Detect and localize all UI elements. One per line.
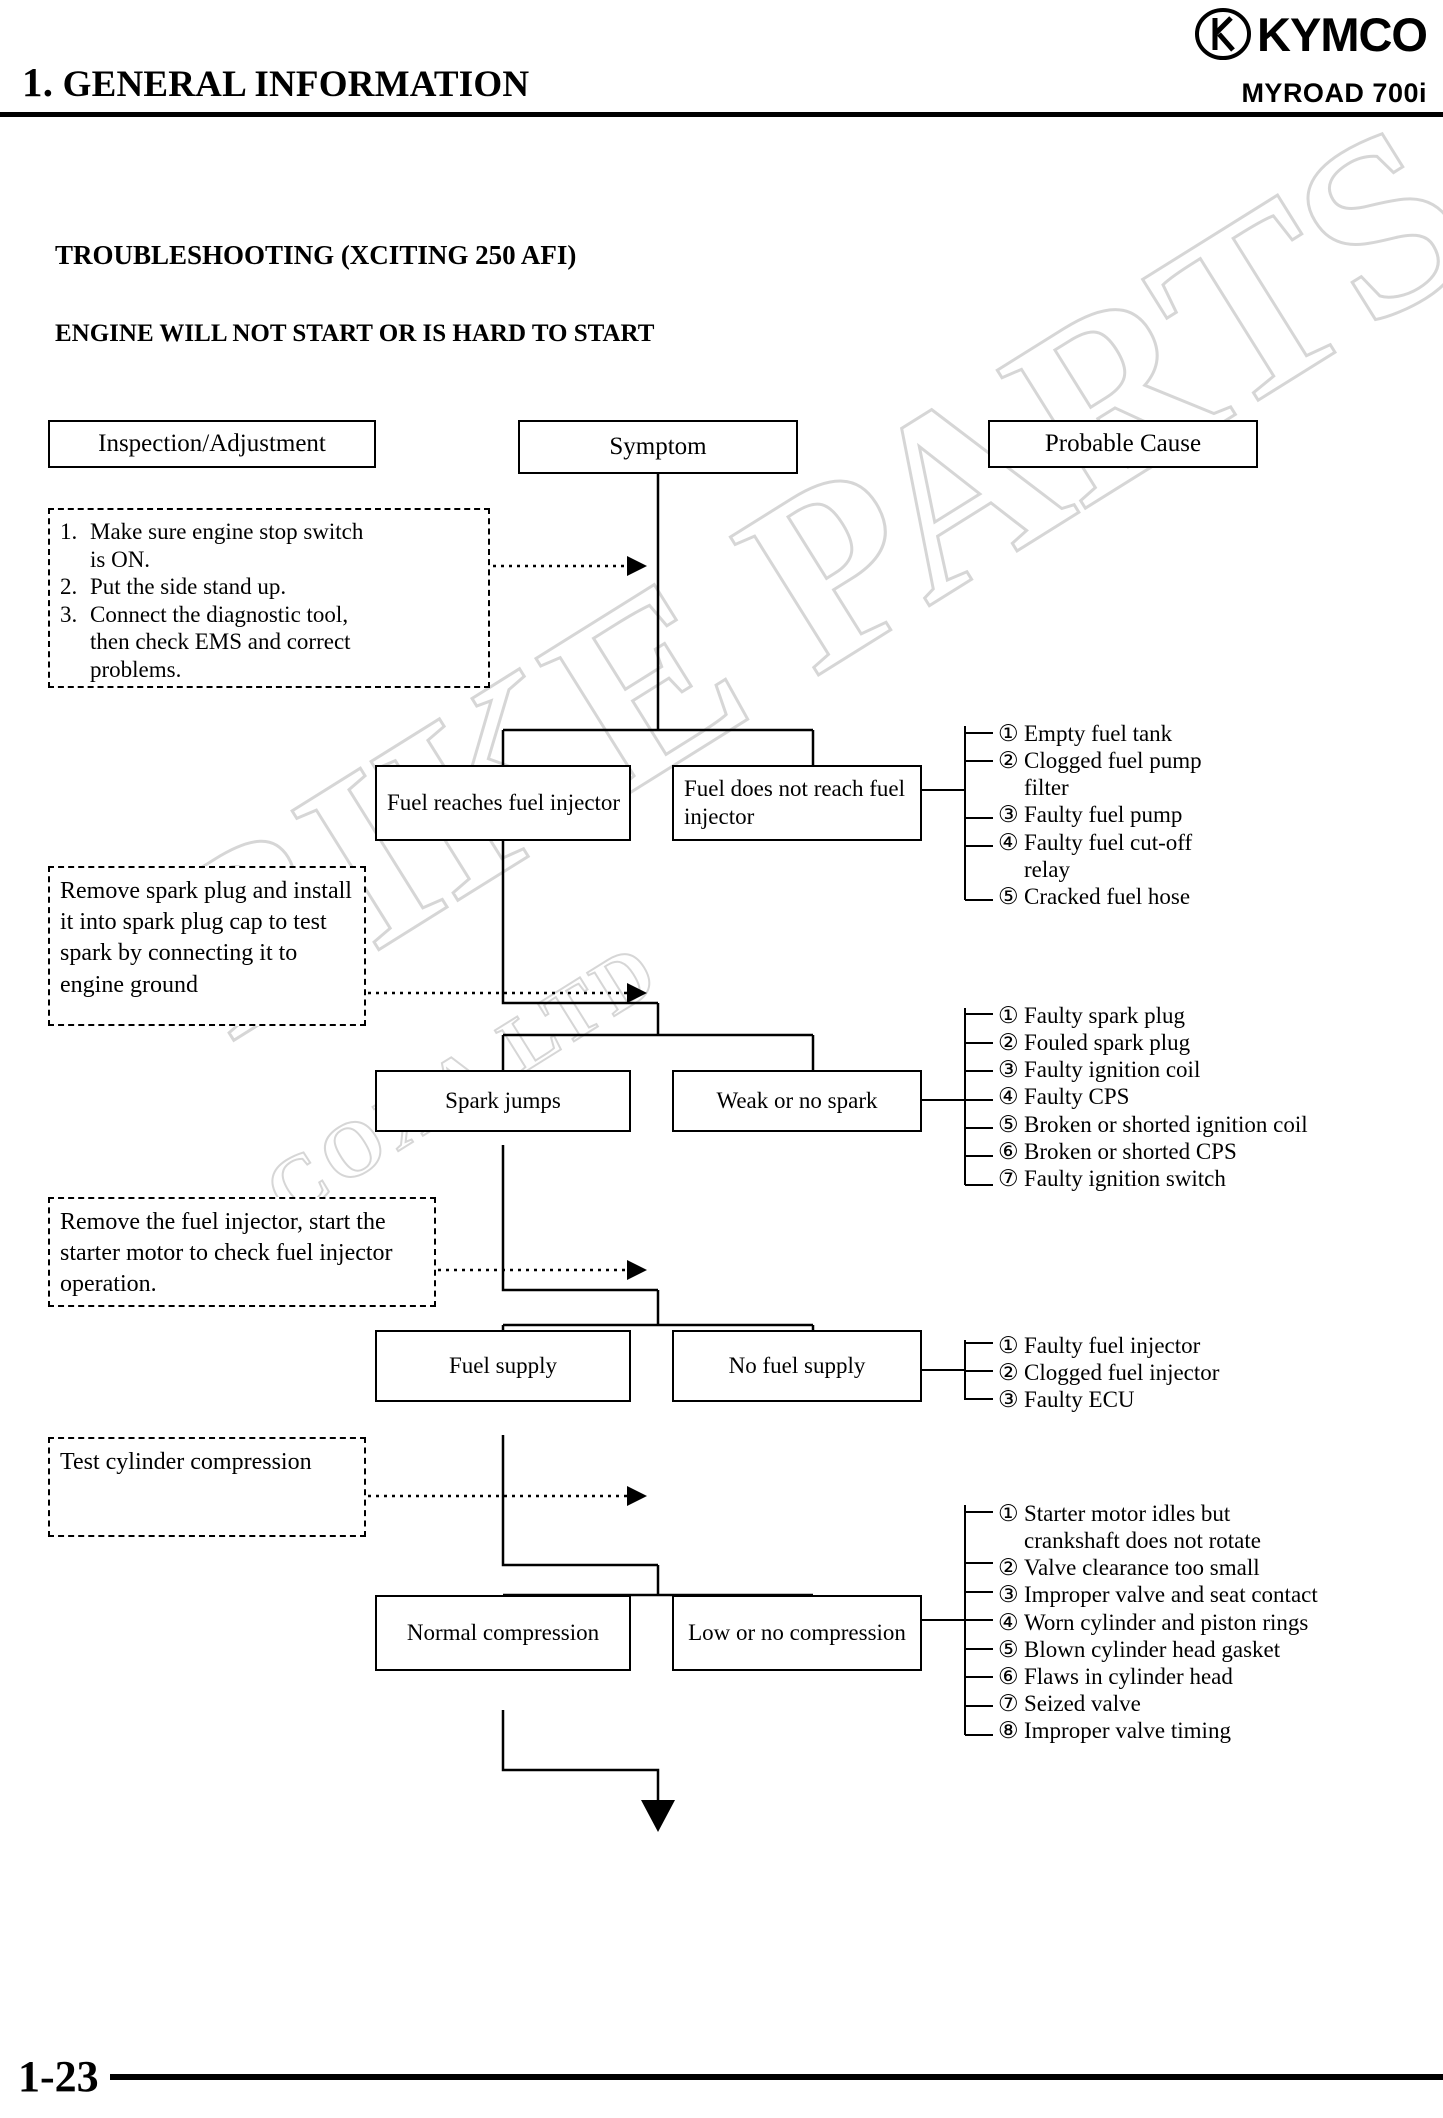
page-title: 1. GENERAL INFORMATION xyxy=(22,58,529,106)
header-divider xyxy=(0,112,1443,117)
column-header-symptom: Symptom xyxy=(518,420,798,474)
symptom-fuel-not-reach-box: Fuel does not reach fuel injector xyxy=(672,765,922,841)
model-name: MYROAD 700i xyxy=(1241,78,1427,108)
flow-end-arrow xyxy=(641,1800,675,1832)
column-header-inspection: Inspection/Adjustment xyxy=(48,420,376,468)
step-2-number: 2. xyxy=(60,574,78,600)
kymco-k-icon xyxy=(1195,8,1252,60)
step-1-text: Make sure engine stop switch is ON. xyxy=(90,519,364,572)
footer-divider xyxy=(110,2074,1443,2080)
subsection-title: ENGINE WILL NOT START OR IS HARD TO STAR… xyxy=(55,320,655,347)
step-1-number: 1. xyxy=(60,519,78,544)
symptom-no-fuel-supply-box: No fuel supply xyxy=(672,1330,922,1402)
symptom-weak-no-spark-box: Weak or no spark xyxy=(672,1070,922,1132)
symptom-normal-compression-box: Normal compression xyxy=(375,1595,631,1671)
kymco-logo: KYMCO xyxy=(1075,6,1428,62)
symptom-spark-jumps-box: Spark jumps xyxy=(375,1070,631,1132)
column-header-probable-cause: Probable Cause xyxy=(988,420,1258,468)
symptom-fuel-reaches-box: Fuel reaches fuel injector xyxy=(375,765,631,841)
step-3-number: 3. xyxy=(60,601,78,627)
inspection-injector-test-box: Remove the fuel injector, start the star… xyxy=(48,1197,436,1307)
inspection-steps-box: 1. Make sure engine stop switch is ON. 2.… xyxy=(48,508,490,688)
chapter-number: 1. xyxy=(22,59,54,105)
inspection-compression-test-box: Test cylinder compression xyxy=(48,1437,366,1537)
page-number: 1-23 xyxy=(18,2052,99,2101)
step-2-text: Put the side stand up. xyxy=(90,574,287,600)
step-3-text: Connect the diagnostic tool, then check … xyxy=(90,601,351,682)
chapter-title: GENERAL INFORMATION xyxy=(62,64,530,105)
kymco-wordmark: KYMCO xyxy=(1257,7,1428,61)
section-title: TROUBLESHOOTING (XCITING 250 AFI) xyxy=(55,240,577,270)
symptom-low-no-compression-box: Low or no compression xyxy=(672,1595,922,1671)
inspection-spark-test-box: Remove spark plug and install it into sp… xyxy=(48,866,366,1026)
symptom-fuel-supply-box: Fuel supply xyxy=(375,1330,631,1402)
